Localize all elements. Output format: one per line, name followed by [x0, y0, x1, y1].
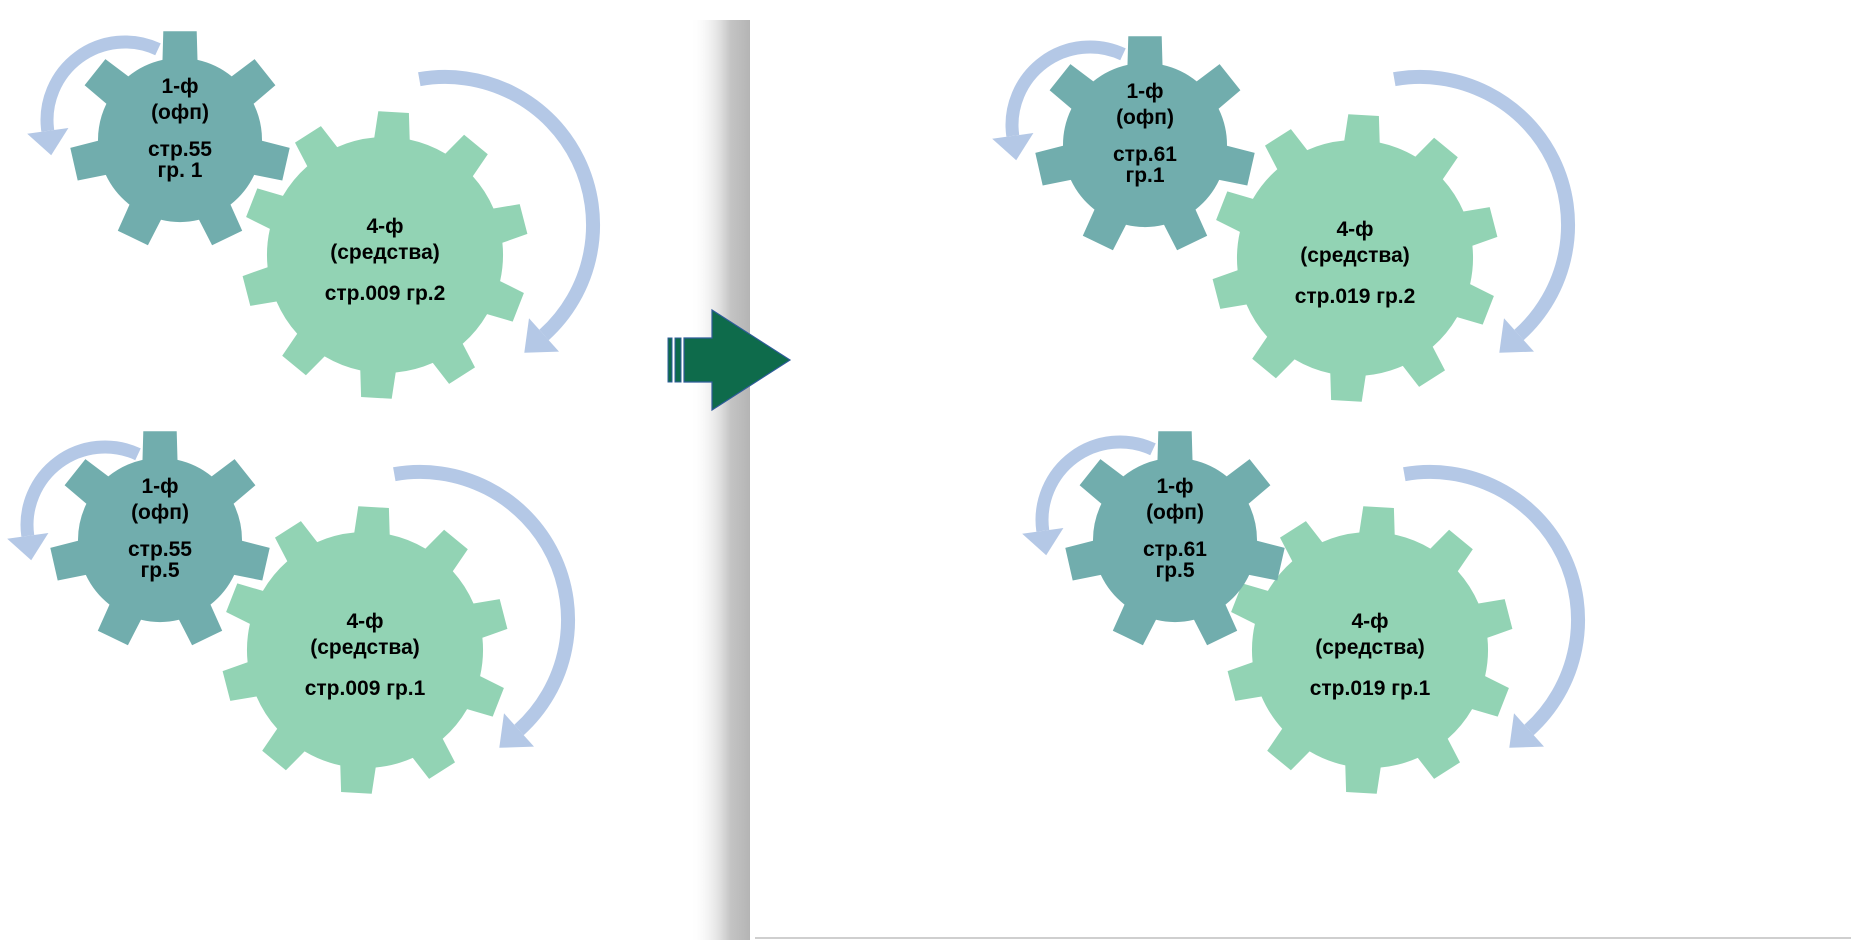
large-gear-label: 4-ф (средства) стр.019 гр.2 — [1295, 218, 1416, 308]
gear-label-line: стр.009 гр.2 — [325, 282, 446, 305]
gear-label-line: гр.1 — [1125, 164, 1164, 187]
arrow-arc — [418, 70, 601, 341]
gear-label-line: (средства) — [1300, 244, 1410, 267]
right-panel — [690, 0, 1851, 940]
gear-label-line: (средства) — [1315, 636, 1425, 659]
large-gear-label: 4-ф (средства) стр.009 гр.1 — [305, 610, 426, 700]
gear-label-line: стр.019 гр.1 — [1310, 677, 1431, 700]
gear-label-line: стр.61 — [1143, 538, 1207, 561]
panel-surface — [750, 0, 1851, 940]
arrow-head — [1022, 528, 1064, 556]
arrow-head — [499, 713, 534, 748]
small-gear — [50, 431, 270, 646]
large-gear-rotation-arrow — [1393, 70, 1576, 353]
gear-label-line: (офп) — [1116, 106, 1174, 129]
arrow-arc — [40, 35, 161, 132]
gear-label-line: стр.009 гр.1 — [305, 677, 426, 700]
large-gear-label: 4-ф (средства) стр.019 гр.1 — [1310, 610, 1431, 700]
arrow-stripe-2 — [674, 337, 682, 383]
arrow-head — [7, 533, 49, 561]
large-gear-label: 4-ф (средства) стр.009 гр.2 — [325, 215, 446, 305]
gear-label-line: стр.019 гр.2 — [1295, 285, 1416, 308]
gear-label-line: (средства) — [310, 636, 420, 659]
small-gear-rotation-arrow — [27, 35, 161, 156]
large-gear-rotation-arrow — [418, 70, 601, 353]
arrow-head — [1499, 318, 1534, 353]
large-gear — [242, 111, 528, 399]
arrow-stripe-1 — [667, 337, 673, 383]
gear-label-line: 1-ф — [161, 75, 198, 98]
gear-label-line: 4-ф — [1336, 218, 1373, 241]
gear-label-line: гр.5 — [140, 559, 179, 582]
gear-label-line: (средства) — [330, 241, 440, 264]
large-gear — [222, 506, 508, 794]
arrow-arc — [1035, 435, 1156, 532]
gear-label-line: стр.61 — [1113, 143, 1177, 166]
large-gear-rotation-arrow — [1403, 465, 1586, 748]
arrow-head — [1509, 713, 1544, 748]
arrow-arc — [1403, 465, 1586, 736]
large-gear — [1227, 506, 1513, 794]
gear-label-line: 4-ф — [346, 610, 383, 633]
gear-label-line: (офп) — [131, 501, 189, 524]
gear-label-line: 1-ф — [141, 475, 178, 498]
gear-label-line: (офп) — [1146, 501, 1204, 524]
gear-label-line: гр. 1 — [158, 159, 203, 182]
arrow-arc — [1005, 40, 1126, 137]
small-gear-rotation-arrow — [992, 40, 1126, 161]
arrow-head — [27, 128, 69, 156]
small-gear — [1065, 431, 1285, 646]
gear-label-line: 4-ф — [366, 215, 403, 238]
gear-label-line: (офп) — [151, 101, 209, 124]
gear-label-line: стр.55 — [128, 538, 192, 561]
arrow-head — [992, 133, 1034, 161]
small-gear-rotation-arrow — [1022, 435, 1156, 556]
gear-label-line: гр.5 — [1155, 559, 1194, 582]
gear-label-line: 1-ф — [1156, 475, 1193, 498]
arrow-arc — [20, 440, 141, 537]
large-gear — [1212, 114, 1498, 402]
arrow-arc — [1393, 70, 1576, 341]
arrow-head — [524, 318, 559, 353]
gear-label-line: 4-ф — [1351, 610, 1388, 633]
arrow-arc — [393, 465, 576, 736]
large-gear-rotation-arrow — [393, 465, 576, 748]
small-gear — [70, 31, 290, 246]
gear-label-line: 1-ф — [1126, 80, 1163, 103]
arrow-head — [683, 308, 792, 412]
small-gear-rotation-arrow — [7, 440, 141, 561]
gear-label-line: стр.55 — [148, 138, 212, 161]
notched-right-arrow-icon — [667, 308, 792, 412]
small-gear — [1035, 36, 1255, 251]
